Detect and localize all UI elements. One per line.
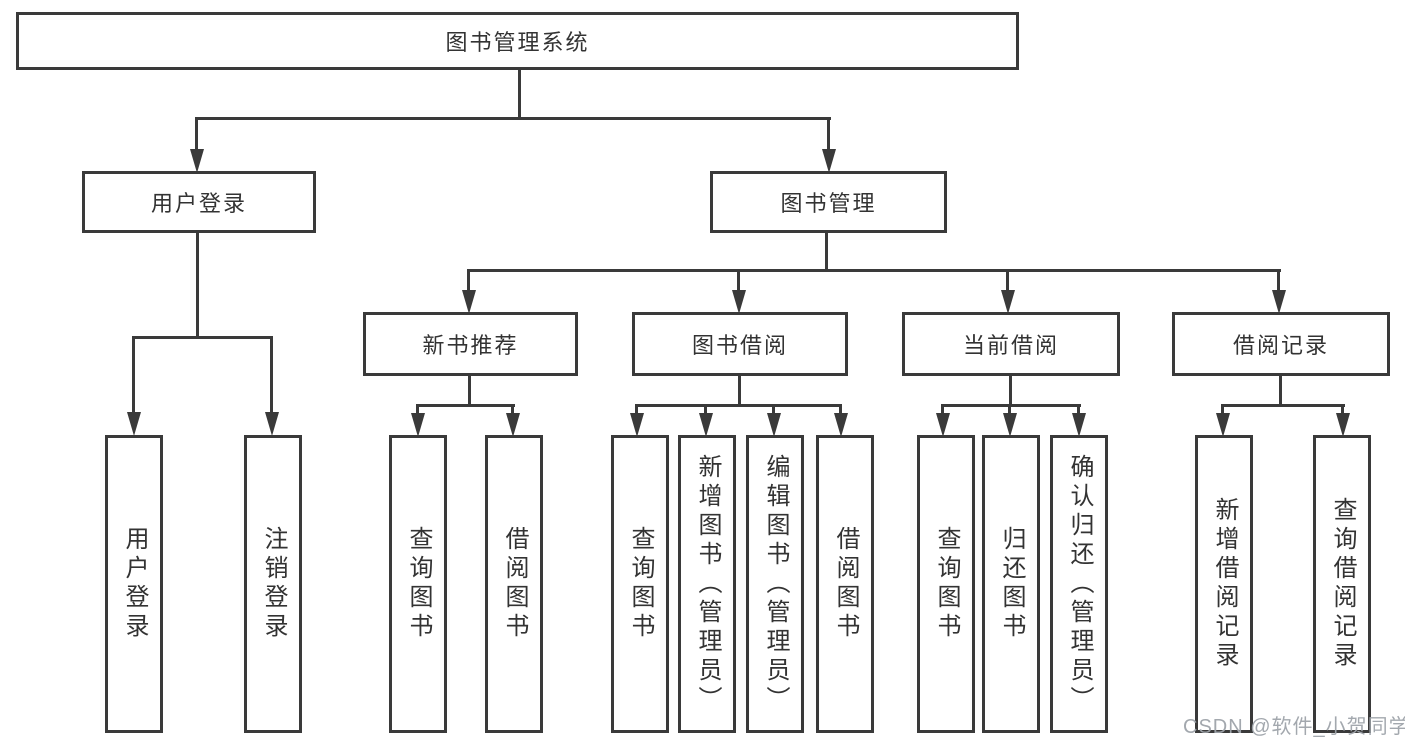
connector-recommend-branch — [417, 404, 515, 407]
arrowhead-add-borrow-record — [1216, 413, 1230, 437]
connector-drop-borrowing-records — [1277, 269, 1280, 293]
connector-drop — [511, 404, 514, 414]
leaf-query-books-recommend: 查询图书 — [389, 435, 447, 733]
node-label: 图书管理系统 — [445, 30, 590, 55]
node-book-borrowing: 图书借阅 — [632, 312, 848, 376]
leaf-label: 查询借阅记录 — [1329, 497, 1356, 671]
connector-drop — [704, 404, 707, 414]
leaf-label: 归还图书 — [998, 526, 1025, 642]
leaf-borrow-books-recommend: 借阅图书 — [485, 435, 543, 733]
connector-user-login-branch — [133, 336, 273, 339]
arrowhead-borrow-books-2 — [834, 413, 848, 437]
connector-drop-new-book-recommend — [467, 269, 470, 293]
arrowhead-user-login — [190, 149, 204, 173]
arrowhead-borrow-books-1 — [506, 413, 520, 437]
connector-book-management-stem — [825, 232, 828, 272]
node-label: 借阅记录 — [1232, 333, 1329, 358]
connector-current-stem — [1009, 374, 1012, 407]
leaf-add-borrow-record: 新增借阅记录 — [1195, 435, 1253, 733]
leaf-label: 查询图书 — [405, 526, 432, 642]
connector-drop-current-borrowing — [1006, 269, 1009, 293]
node-label: 新书推荐 — [422, 333, 519, 358]
csdn-watermark: CSDN @软件_小贺同学 — [1183, 716, 1405, 738]
arrowhead-query-books-1 — [411, 413, 425, 437]
connector-drop-leaf-logout — [270, 336, 273, 413]
connector-drop — [1077, 404, 1080, 414]
connector-borrowing-stem — [738, 374, 741, 407]
connector-records-stem — [1279, 374, 1282, 407]
leaf-confirm-return-admin: 确认归还（管理员） — [1050, 435, 1108, 733]
node-new-book-recommendation: 新书推荐 — [363, 312, 578, 376]
connector-drop-user-login — [195, 117, 198, 150]
node-label: 当前借阅 — [962, 333, 1059, 358]
arrowhead-return-books — [1003, 413, 1017, 437]
arrowhead-borrowing-records — [1272, 290, 1286, 314]
leaf-label: 查询图书 — [933, 526, 960, 642]
connector-drop — [772, 404, 775, 414]
connector-root-stem — [518, 69, 521, 119]
arrowhead-leaf-logout — [265, 412, 279, 436]
leaf-add-books-admin: 新增图书（管理员） — [678, 435, 736, 733]
node-book-management: 图书管理 — [710, 171, 947, 233]
arrowhead-add-books — [699, 413, 713, 437]
node-label: 图书借阅 — [691, 333, 788, 358]
connector-drop-book-borrowing — [737, 269, 740, 293]
arrowhead-leaf-user-login — [127, 412, 141, 436]
arrowhead-query-books-3 — [936, 413, 950, 437]
arrowhead-current-borrowing — [1001, 290, 1015, 314]
arrowhead-edit-books — [767, 413, 781, 437]
leaf-query-books-current: 查询图书 — [917, 435, 975, 733]
arrowhead-book-borrowing — [732, 290, 746, 314]
connector-borrowing-branch — [636, 404, 842, 407]
leaf-label: 借阅图书 — [832, 526, 859, 642]
leaf-return-books: 归还图书 — [982, 435, 1040, 733]
node-user-login: 用户登录 — [82, 171, 316, 233]
connector-user-login-stem — [196, 232, 199, 338]
connector-drop-leaf-user-login — [132, 336, 135, 413]
arrowhead-query-borrow-record — [1336, 413, 1350, 437]
leaf-query-borrow-record: 查询借阅记录 — [1313, 435, 1371, 733]
node-label: 图书管理 — [780, 191, 877, 216]
arrowhead-new-book-recommend — [462, 290, 476, 314]
connector-records-branch — [1222, 404, 1345, 407]
leaf-logout: 注销登录 — [244, 435, 302, 733]
connector-drop-book-management — [827, 117, 830, 150]
leaf-query-books-borrowing: 查询图书 — [611, 435, 669, 733]
leaf-label: 注销登录 — [260, 526, 287, 642]
connector-drop — [941, 404, 944, 414]
node-current-borrowing: 当前借阅 — [902, 312, 1120, 376]
leaf-label: 新增图书（管理员） — [694, 453, 721, 715]
connector-current-branch — [942, 404, 1081, 407]
leaf-edit-books-admin: 编辑图书（管理员） — [746, 435, 804, 733]
connector-drop — [1341, 404, 1344, 414]
connector-root-branch — [196, 117, 831, 120]
leaf-borrow-books-borrowing: 借阅图书 — [816, 435, 874, 733]
leaf-label: 查询图书 — [627, 526, 654, 642]
connector-drop — [1008, 404, 1011, 414]
node-label: 用户登录 — [150, 191, 247, 216]
leaf-label: 新增借阅记录 — [1211, 497, 1238, 671]
connector-drop — [839, 404, 842, 414]
node-library-management-system: 图书管理系统 — [16, 12, 1019, 70]
arrowhead-book-management — [822, 149, 836, 173]
leaf-label: 编辑图书（管理员） — [762, 453, 789, 715]
connector-drop — [1221, 404, 1224, 414]
arrowhead-query-books-2 — [630, 413, 644, 437]
leaf-label: 借阅图书 — [501, 526, 528, 642]
leaf-label: 用户登录 — [121, 526, 148, 642]
connector-drop — [416, 404, 419, 414]
node-borrowing-records: 借阅记录 — [1172, 312, 1390, 376]
connector-recommend-stem — [468, 374, 471, 407]
leaf-user-login: 用户登录 — [105, 435, 163, 733]
leaf-label: 确认归还（管理员） — [1066, 453, 1093, 715]
connector-book-management-branch — [468, 269, 1281, 272]
arrowhead-confirm-return — [1072, 413, 1086, 437]
connector-drop — [635, 404, 638, 414]
